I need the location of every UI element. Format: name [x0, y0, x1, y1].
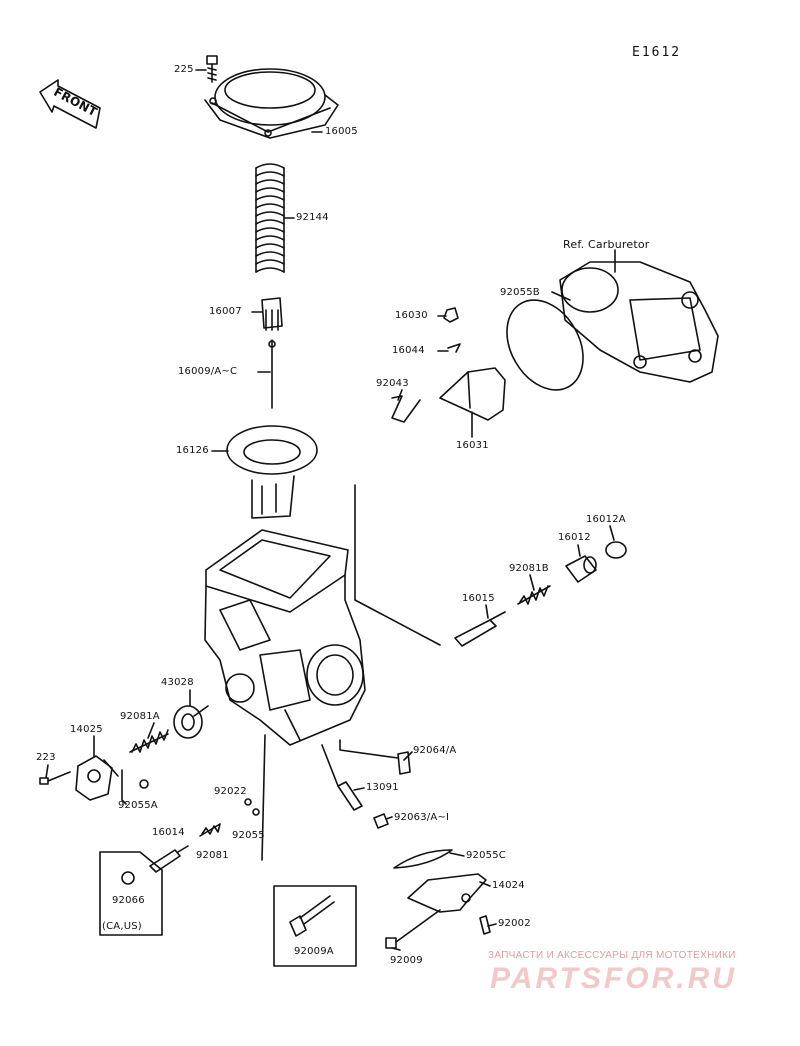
- label-16014: 16014: [152, 827, 185, 838]
- gasket-92055c-part: [393, 849, 453, 869]
- washer-92022-part: [244, 798, 252, 806]
- label-92063: 92063/A~I: [394, 812, 450, 823]
- region-note: (CA,US): [102, 921, 142, 932]
- label-43028: 43028: [161, 677, 194, 688]
- float-16031-part: [439, 367, 506, 421]
- label-16012a: 16012A: [586, 514, 626, 525]
- label-16007: 16007: [209, 306, 242, 317]
- screw-92009-part: [385, 909, 441, 949]
- o-ring-92055a-part: [139, 779, 149, 789]
- label-16015: 16015: [462, 593, 495, 604]
- label-14025: 14025: [70, 724, 103, 735]
- label-92081: 92081: [196, 850, 229, 861]
- label-16126: 16126: [176, 445, 209, 456]
- washer-43028-part: [173, 705, 209, 739]
- label-92066: 92066: [112, 895, 145, 906]
- ref-carburetor-label: Ref. Carburetor: [563, 238, 650, 251]
- holder-16012-part: [565, 555, 597, 583]
- label-92081b: 92081B: [509, 563, 549, 574]
- pin-92043-part: [391, 395, 421, 423]
- screw-13091-part: [337, 781, 363, 811]
- label-16005: 16005: [325, 126, 358, 137]
- needle-holder-16007-part: [261, 297, 283, 331]
- screw-92009a-part: [289, 895, 335, 937]
- label-92009a: 92009A: [294, 946, 334, 957]
- nut-16030-part: [443, 307, 459, 323]
- carburetor-body-part: [204, 529, 366, 746]
- spring-92081b-part: [517, 585, 551, 605]
- ca-us-box: [99, 851, 163, 936]
- ref-carburetor-part: [559, 261, 719, 383]
- label-92022: 92022: [214, 786, 247, 797]
- diaphragm-16126-part: [226, 425, 318, 519]
- watermark-brand: PARTSFOR.RU: [490, 962, 737, 995]
- label-223: 223: [36, 752, 56, 763]
- screw-92002-part: [479, 915, 491, 935]
- screw-225-part: [206, 55, 218, 83]
- label-92002: 92002: [498, 918, 531, 929]
- label-92064: 92064/A: [413, 745, 457, 756]
- label-92043: 92043: [376, 378, 409, 389]
- label-92144: 92144: [296, 212, 329, 223]
- cap-92066-part: [121, 871, 135, 885]
- top-cover-16005-part: [204, 68, 339, 139]
- label-92009: 92009: [390, 955, 423, 966]
- watermark-tagline: ЗАПЧАСТИ И АКСЕССУАРЫ ДЛЯ МОТОТЕХНИКИ: [488, 950, 736, 961]
- label-92055c: 92055C: [466, 850, 506, 861]
- cap-16012a-part: [605, 541, 627, 559]
- pilot-screw-16015-part: [454, 611, 506, 647]
- screw-223-part: [39, 771, 71, 785]
- label-92055b: 92055B: [500, 287, 540, 298]
- label-92055: 92055: [232, 830, 265, 841]
- o-ring-92055b-part: [506, 299, 584, 391]
- label-16030: 16030: [395, 310, 428, 321]
- label-16044: 16044: [392, 345, 425, 356]
- label-16031: 16031: [456, 440, 489, 451]
- cover-14025-part: [75, 755, 119, 801]
- label-14024: 14024: [492, 880, 525, 891]
- label-16009: 16009/A~C: [178, 366, 238, 377]
- front-arrow-icon: [39, 79, 101, 129]
- diagram-code: E1612: [632, 45, 682, 60]
- label-225: 225: [174, 64, 194, 75]
- label-13091: 13091: [366, 782, 399, 793]
- jet-needle-16009-part: [268, 339, 276, 409]
- plug-92064-part: [339, 739, 411, 775]
- spring-92081-part: [199, 823, 221, 837]
- spring-92081a-part: [129, 729, 169, 753]
- label-16012: 16012: [558, 532, 591, 543]
- spring-92144-part: [255, 163, 285, 273]
- box-92009a: [273, 885, 357, 967]
- bracket-14024-part: [407, 873, 487, 913]
- label-92081a: 92081A: [120, 711, 160, 722]
- o-ring-92055-part: [252, 808, 260, 816]
- screw-16014-part: [149, 845, 189, 873]
- jet-92063-part: [373, 813, 389, 829]
- clip-16044-part: [447, 343, 461, 353]
- label-92055a: 92055A: [118, 800, 158, 811]
